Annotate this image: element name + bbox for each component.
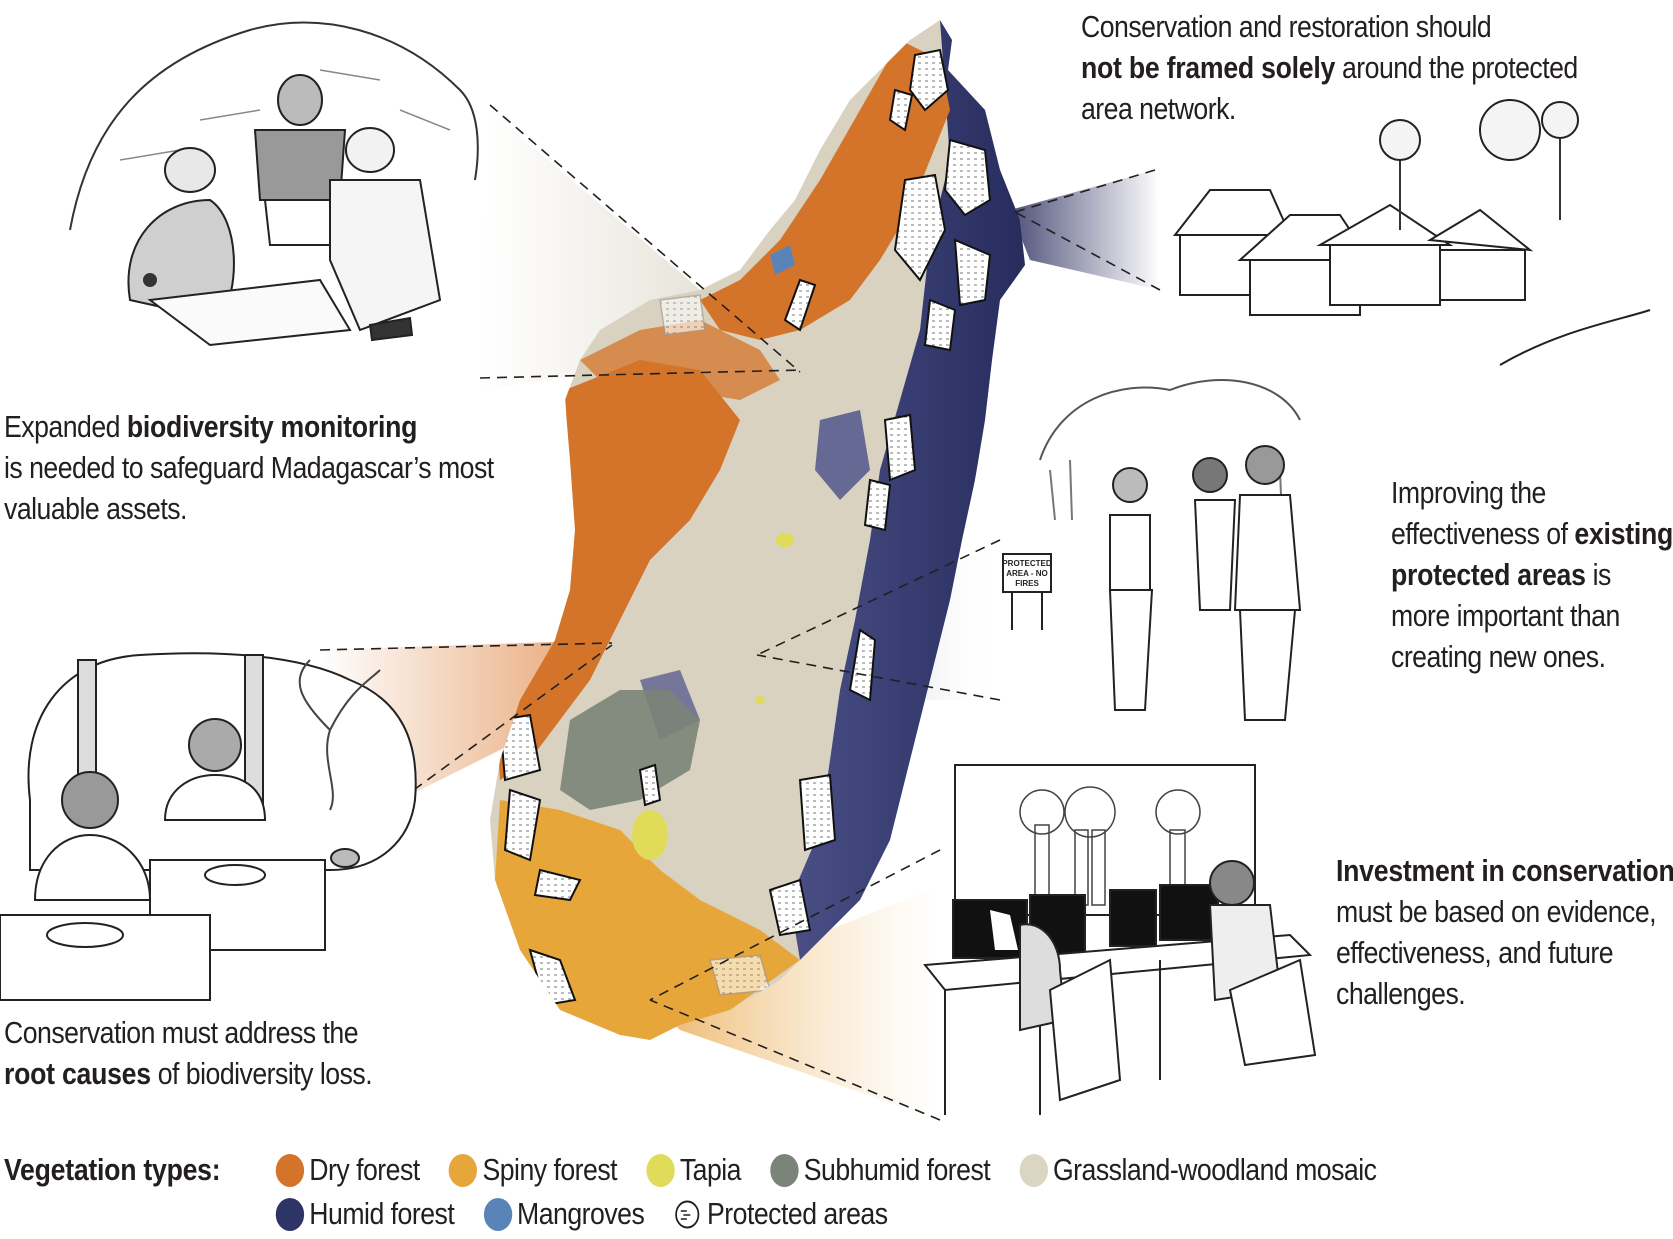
caption-root-causes-pre: Conservation must address the — [4, 1015, 359, 1050]
legend-item-spiny-forest: Spiny forest — [448, 1152, 618, 1188]
dry-forest-area-faded — [580, 320, 780, 400]
mangroves-patch — [545, 415, 555, 445]
madagascar-map — [490, 20, 1025, 1040]
legend-item-mangroves: Mangroves — [483, 1196, 645, 1232]
humid-forest-swatch-icon — [275, 1197, 305, 1231]
caption-investment: Investment in conservation must be based… — [1336, 850, 1673, 1014]
wedge-investment — [650, 890, 940, 1120]
tapia-patch — [776, 533, 794, 547]
legend-label: Tapia — [679, 1152, 742, 1187]
dashed-connectors — [319, 104, 1161, 1121]
legend-item-dry-forest: Dry forest — [275, 1152, 420, 1188]
protected-area-outline-icon — [675, 1200, 700, 1228]
legend-label: Protected areas — [707, 1196, 888, 1231]
dry-forest-area — [700, 40, 950, 340]
person-right-head — [345, 127, 395, 173]
caption-framing-bold: not be framed solely — [1081, 50, 1336, 85]
spiny-forest-swatch-icon — [448, 1153, 478, 1187]
caption-root-causes: Conservation must address the root cause… — [4, 1012, 486, 1094]
tapia-swatch-icon — [646, 1153, 675, 1187]
legend-label: Subhumid forest — [803, 1152, 991, 1187]
illustration-protected-area-group: PROTECTED AREA - NO FIRES — [1002, 379, 1302, 721]
illustration-children-table — [0, 652, 417, 1001]
mangroves-area — [770, 245, 795, 275]
grassland-woodland-swatch-icon — [1019, 1153, 1048, 1187]
mangroves-swatch-icon — [483, 1197, 512, 1231]
illustration-field-monitoring — [69, 21, 479, 347]
humid-forest-patch — [815, 410, 870, 500]
caption-effectiveness-post: is more important than creating new ones… — [1391, 557, 1620, 674]
caption-effectiveness-pre: Improving the effectiveness of — [1391, 475, 1568, 551]
tapia-area — [632, 810, 668, 860]
kid-right-head — [188, 718, 242, 772]
sign-line-2: AREA - NO — [1006, 569, 1047, 578]
wedge-framing — [1010, 170, 1160, 290]
person-center-head — [277, 74, 323, 126]
caption-monitoring-post: is needed to safeguard Madagascar’s most… — [4, 450, 494, 526]
caption-framing: Conservation and restoration should not … — [1081, 6, 1580, 129]
caption-effectiveness-bold: existing protected areas — [1391, 516, 1673, 592]
caption-framing-post: around the protected area network. — [1081, 50, 1578, 126]
legend-label: Humid forest — [309, 1196, 455, 1231]
caption-investment-post: must be based on evidence, effectiveness… — [1336, 894, 1657, 1011]
caption-monitoring-pre: Expanded — [4, 409, 127, 444]
sign-line-1: PROTECTED — [1002, 559, 1052, 568]
caption-investment-bold: Investment in conservation — [1336, 853, 1673, 888]
illustration-computer-lab — [923, 764, 1317, 1115]
legend-label: Dry forest — [309, 1152, 420, 1187]
caption-framing-pre: Conservation and restoration should — [1081, 9, 1492, 44]
legend-row-1: Vegetation types: Dry forest Spiny fores… — [4, 1148, 1406, 1192]
woman-head — [1112, 467, 1148, 503]
person-left-head — [164, 147, 216, 193]
man-lab-head — [1209, 860, 1255, 906]
caption-monitoring: Expanded biodiversity monitoring is need… — [4, 406, 520, 529]
legend-label: Spiny forest — [482, 1152, 618, 1187]
legend-item-tapia: Tapia — [646, 1152, 742, 1188]
legend-item-subhumid-forest: Subhumid forest — [770, 1152, 991, 1188]
man-back-head — [1192, 457, 1228, 493]
dry-forest-area-west — [495, 360, 740, 780]
legend-item-protected-areas: Protected areas — [673, 1196, 888, 1232]
legend-item-humid-forest: Humid forest — [275, 1196, 455, 1232]
caption-root-causes-bold: root causes — [4, 1056, 151, 1091]
subhumid-forest-area — [560, 690, 700, 810]
illustration-village — [1172, 99, 1651, 366]
legend-row-2: Humid forest Mangroves Protected areas — [4, 1192, 1406, 1236]
legend-title: Vegetation types: — [4, 1152, 221, 1187]
legend-label: Mangroves — [517, 1196, 645, 1231]
legend-label: Grassland-woodland mosaic — [1052, 1152, 1377, 1187]
kid-left-head — [61, 771, 119, 829]
tapia-patch — [755, 696, 765, 704]
protected-areas-faded — [659, 294, 771, 996]
man-front-head — [1245, 445, 1285, 485]
caption-effectiveness: Improving the effectiveness of existing … — [1391, 472, 1673, 677]
vegetation-legend: Vegetation types: Dry forest Spiny fores… — [4, 1148, 1406, 1236]
caption-root-causes-post: of biodiversity loss. — [150, 1056, 373, 1091]
sign-line-3: FIRES — [1015, 579, 1039, 588]
dry-forest-swatch-icon — [275, 1153, 305, 1187]
legend-item-grassland-woodland: Grassland-woodland mosaic — [1019, 1152, 1377, 1188]
subhumid-forest-swatch-icon — [770, 1153, 799, 1187]
no-fires-sign: PROTECTED AREA - NO FIRES — [1002, 553, 1052, 630]
caption-monitoring-bold: biodiversity monitoring — [126, 409, 418, 444]
